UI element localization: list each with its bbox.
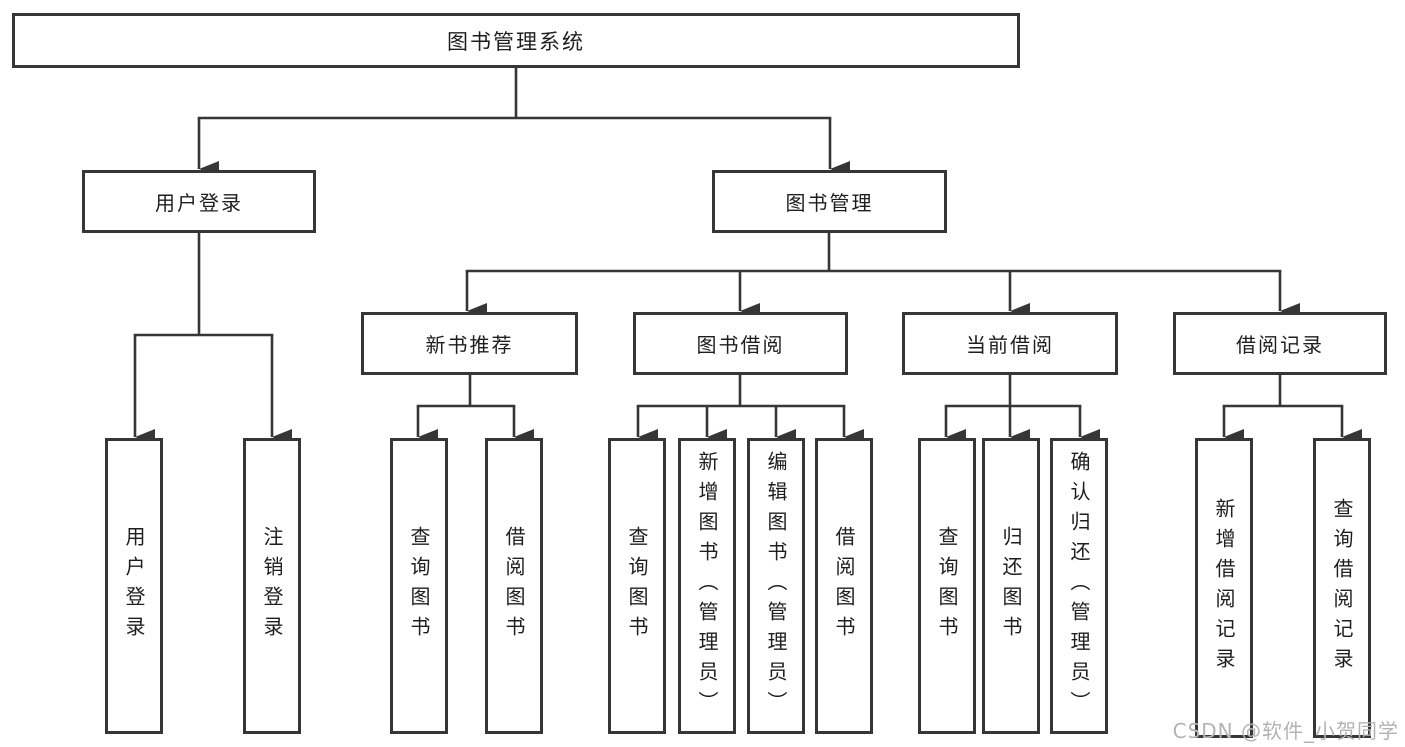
node-label: 编辑图书（管理员） bbox=[764, 451, 788, 721]
leaf-return-books: 归还图书 bbox=[982, 438, 1040, 734]
leaf-query-borrow-record: 查询借阅记录 bbox=[1313, 438, 1371, 738]
leaf-query-books-borrowing: 查询图书 bbox=[608, 438, 666, 734]
node-label: 注销登录 bbox=[260, 526, 284, 646]
node-label: 查询图书 bbox=[625, 526, 649, 646]
node-label: 确认归还（管理员） bbox=[1067, 451, 1091, 721]
leaf-edit-book-admin: 编辑图书（管理员） bbox=[747, 438, 805, 734]
node-label: 图书管理系统 bbox=[447, 29, 585, 54]
leaf-borrow-books-recommend: 借阅图书 bbox=[485, 438, 543, 734]
leaf-borrow-books-borrowing: 借阅图书 bbox=[815, 438, 873, 734]
leaf-confirm-return-admin: 确认归还（管理员） bbox=[1050, 438, 1108, 734]
node-label: 用户登录 bbox=[122, 526, 146, 646]
leaf-user-login: 用户登录 bbox=[105, 438, 163, 734]
node-label: 新增图书（管理员） bbox=[695, 451, 719, 721]
leaf-query-books-current: 查询图书 bbox=[918, 438, 976, 734]
node-borrowing-records: 借阅记录 bbox=[1173, 312, 1387, 375]
node-book-borrowing: 图书借阅 bbox=[633, 312, 848, 375]
node-label: 新增借阅记录 bbox=[1212, 498, 1236, 678]
node-label: 查询图书 bbox=[407, 526, 431, 646]
leaf-query-books-recommend: 查询图书 bbox=[390, 438, 448, 734]
node-user-login: 用户登录 bbox=[82, 170, 316, 233]
node-label: 查询图书 bbox=[935, 526, 959, 646]
node-current-borrowing: 当前借阅 bbox=[902, 312, 1118, 375]
node-label: 用户登录 bbox=[155, 191, 243, 215]
node-label: 借阅图书 bbox=[502, 526, 526, 646]
branch-rails bbox=[133, 66, 1344, 408]
node-label: 当前借阅 bbox=[966, 333, 1054, 357]
node-label: 图书借阅 bbox=[696, 333, 785, 357]
leaf-add-book-admin: 新增图书（管理员） bbox=[678, 438, 736, 734]
csdn-watermark: CSDN @软件_小贺同学 bbox=[1172, 719, 1399, 743]
node-label: 查询借阅记录 bbox=[1330, 498, 1354, 678]
leaf-add-borrow-record: 新增借阅记录 bbox=[1195, 438, 1253, 738]
node-label: 归还图书 bbox=[999, 526, 1023, 646]
node-label: 借阅图书 bbox=[832, 526, 856, 646]
arrowheads bbox=[133, 118, 1362, 445]
node-label: 借阅记录 bbox=[1236, 333, 1324, 357]
node-label: 新书推荐 bbox=[425, 333, 514, 357]
node-book-management: 图书管理 bbox=[712, 170, 947, 233]
node-label: 图书管理 bbox=[785, 191, 874, 215]
node-new-book-recommendation: 新书推荐 bbox=[361, 312, 578, 375]
leaf-logout: 注销登录 bbox=[243, 438, 301, 734]
node-library-management-system: 图书管理系统 bbox=[12, 13, 1020, 68]
